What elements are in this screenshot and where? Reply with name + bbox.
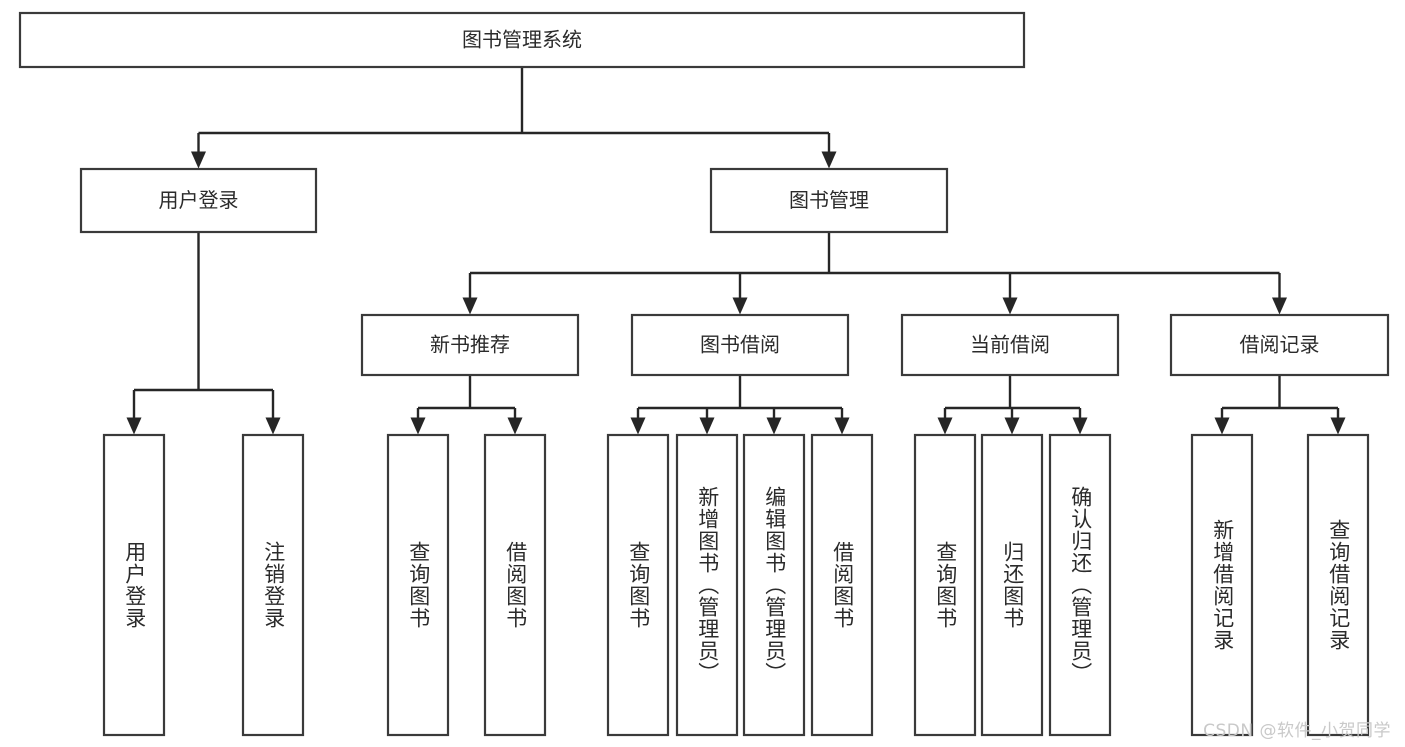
arrow-head-icon [507,417,523,435]
node-leaf-add-borrow-record[interactable] [1190,433,1254,737]
node-label: 图书管理系统 [462,28,582,52]
arrow-head-icon [630,417,646,435]
node-label: 新书推荐 [430,333,510,357]
node-borrow-records[interactable]: 借阅记录 [1169,313,1390,377]
node-box [18,11,1026,69]
node-box [900,313,1120,377]
arrow-head-icon [821,151,837,169]
node-root-root[interactable]: 图书管理系统 [18,11,1026,69]
node-new-book-recommend[interactable]: 新书推荐 [360,313,580,377]
node-book-manage[interactable]: 图书管理 [709,167,949,234]
arrow-head-icon [1214,417,1230,435]
node-box [1306,433,1370,737]
arrow-head-icon [1272,297,1287,315]
arrow-head-icon [126,417,142,435]
node-box [709,167,949,234]
arrow-head-icon [732,297,748,315]
node-box [1048,433,1112,737]
arrow-head-icon [410,417,426,435]
arrow-head-icon [1004,417,1020,435]
connector-layer [126,67,1346,435]
node-leaf-edit-book-admin[interactable] [742,433,806,737]
arrow-head-icon [191,151,206,169]
node-label: 图书管理 [789,188,869,212]
node-leaf-query-book-borrow[interactable] [606,433,670,737]
arrow-head-icon [766,417,782,435]
node-box [1169,313,1390,377]
arrow-head-icon [699,417,715,435]
node-box [241,433,305,737]
node-box [980,433,1044,737]
node-box [386,433,450,737]
arrow-head-icon [937,417,953,435]
arrow-head-icon [1330,417,1346,435]
node-leaf-query-book-current[interactable] [913,433,977,737]
node-label: 图书借阅 [700,333,780,357]
node-label: 用户登录 [159,188,239,212]
node-box [102,433,166,737]
node-leaf-add-book-admin[interactable] [675,433,739,737]
node-leaf-query-borrow-record[interactable] [1306,433,1370,737]
node-book-borrow[interactable]: 图书借阅 [630,313,850,377]
node-box [79,167,318,234]
node-leaf-confirm-return-admin[interactable] [1048,433,1112,737]
arrow-head-icon [834,417,850,435]
node-user-login[interactable]: 用户登录 [79,167,318,234]
node-label: 借阅记录 [1240,333,1320,357]
node-box [1190,433,1254,737]
node-leaf-borrow-book[interactable] [810,433,874,737]
node-leaf-return-book[interactable] [980,433,1044,737]
node-leaf-query-book-rec[interactable] [386,433,450,737]
node-label: 当前借阅 [970,333,1050,357]
node-box [913,433,977,737]
arrow-head-icon [1002,297,1018,315]
node-leaf-logout[interactable] [241,433,305,737]
node-box [742,433,806,737]
node-box [630,313,850,377]
watermark-credit: CSDN @软件_小贺同学 [1203,721,1391,741]
node-box [360,313,580,377]
node-box [810,433,874,737]
node-box [606,433,670,737]
node-current-borrow[interactable]: 当前借阅 [900,313,1120,377]
node-leaf-user-login[interactable] [102,433,166,737]
node-leaf-borrow-book-rec[interactable] [483,433,547,737]
arrow-head-icon [1072,417,1088,435]
node-box [483,433,547,737]
node-box [675,433,739,737]
arrow-head-icon [265,417,281,435]
arrow-head-icon [462,297,478,315]
